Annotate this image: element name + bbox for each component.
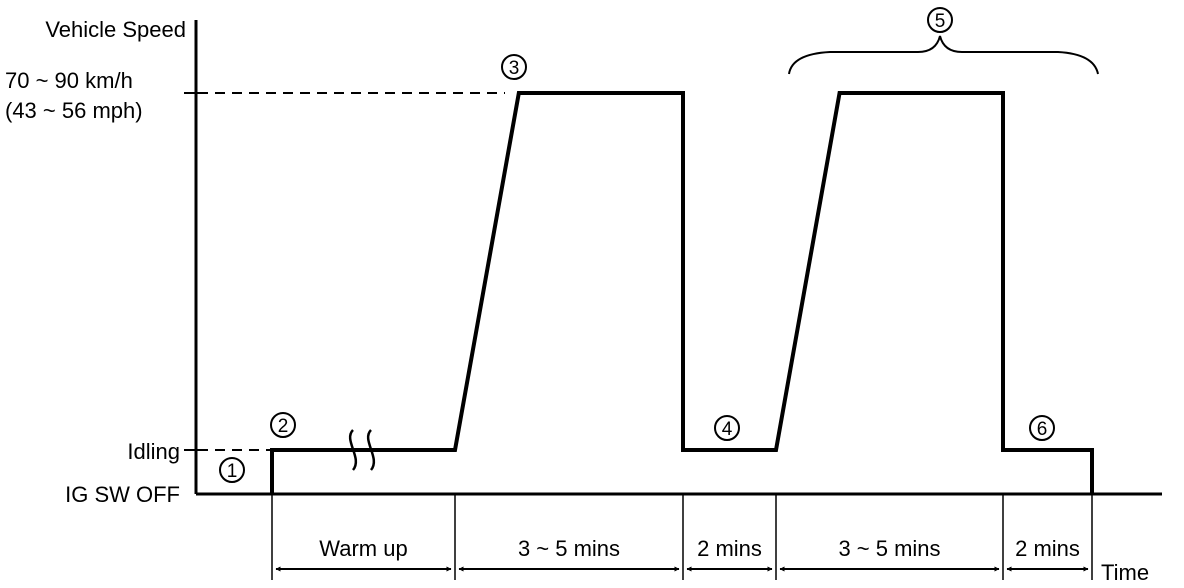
y-level-high-line2: (43 ~ 56 mph) <box>5 98 143 123</box>
break-symbol-right <box>366 429 376 471</box>
phase-label: Warm up <box>319 536 407 561</box>
step-marker-circle: ① <box>219 457 245 483</box>
step-marker-number: 1 <box>227 461 238 482</box>
phase-label: 3 ~ 5 mins <box>518 536 620 561</box>
phase-labels: Warm up 3 ~ 5 mins 2 mins 3 ~ 5 mins 2 mins <box>319 536 1080 561</box>
phase-boundaries <box>271 450 1093 580</box>
step-markers: ①1 ②2 ③3 ④4 ⑤5 ⑥6 <box>219 7 1055 483</box>
y-level-high-line1: 70 ~ 90 km/h <box>5 68 133 93</box>
step-marker-circle: ⑤ <box>927 7 953 33</box>
y-axis-title: Vehicle Speed <box>45 17 186 42</box>
break-symbol-left <box>348 429 358 471</box>
step-marker-circle: ⑥ <box>1029 415 1055 441</box>
step-marker-number: 6 <box>1037 419 1048 440</box>
step-marker-number: 2 <box>278 416 289 437</box>
step-marker-number: 3 <box>509 58 520 79</box>
step-marker-number: 4 <box>722 419 733 440</box>
phase-label: 2 mins <box>697 536 762 561</box>
x-axis-title: Time <box>1101 560 1149 585</box>
step-marker-circle: ④ <box>714 415 740 441</box>
phase-label: 2 mins <box>1015 536 1080 561</box>
step-marker-number: 5 <box>935 11 946 32</box>
y-level-off: IG SW OFF <box>65 482 180 507</box>
cycle-repeat-brace <box>788 35 1099 75</box>
step-marker-circle: ② <box>270 412 296 438</box>
phase-label: 3 ~ 5 mins <box>838 536 940 561</box>
y-level-idle: Idling <box>127 439 180 464</box>
speed-profile-line <box>270 91 1094 494</box>
step-marker-circle: ③ <box>501 54 527 80</box>
